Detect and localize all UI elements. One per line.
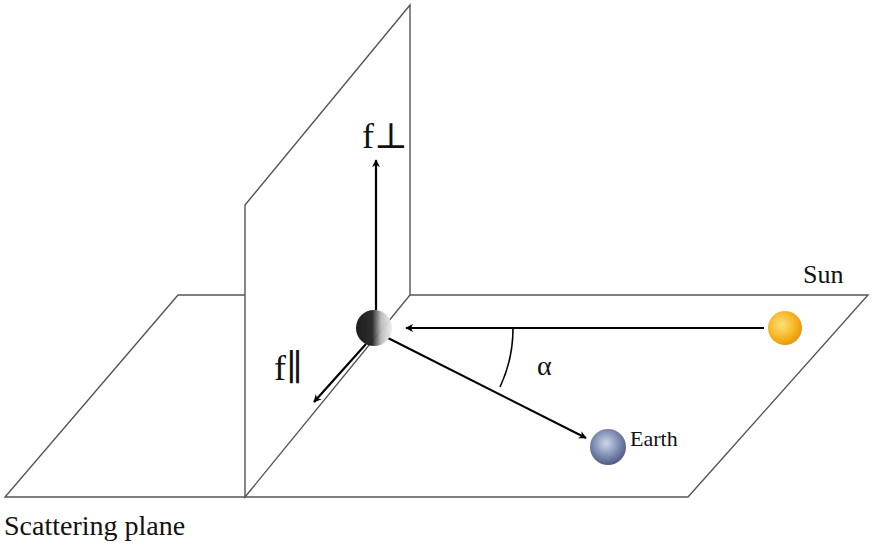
plane-label: Scattering plane	[4, 512, 185, 540]
incident-ray	[406, 327, 764, 329]
moon-symbol	[356, 310, 392, 346]
earth-symbol	[590, 429, 626, 465]
parallel-vector	[314, 344, 366, 402]
vector-label: f∥	[274, 350, 303, 386]
scattered-ray	[388, 338, 586, 438]
perpendicular-vector	[375, 160, 377, 310]
body-label: Sun	[803, 262, 843, 288]
horizontal-plane	[5, 295, 868, 497]
phase-angle-arc	[500, 328, 513, 387]
body-label: Earth	[630, 428, 678, 450]
angle-label: α	[537, 352, 552, 380]
vertical-plane	[245, 5, 410, 497]
sun-symbol	[768, 311, 802, 345]
vector-label: f⊥	[362, 118, 408, 154]
